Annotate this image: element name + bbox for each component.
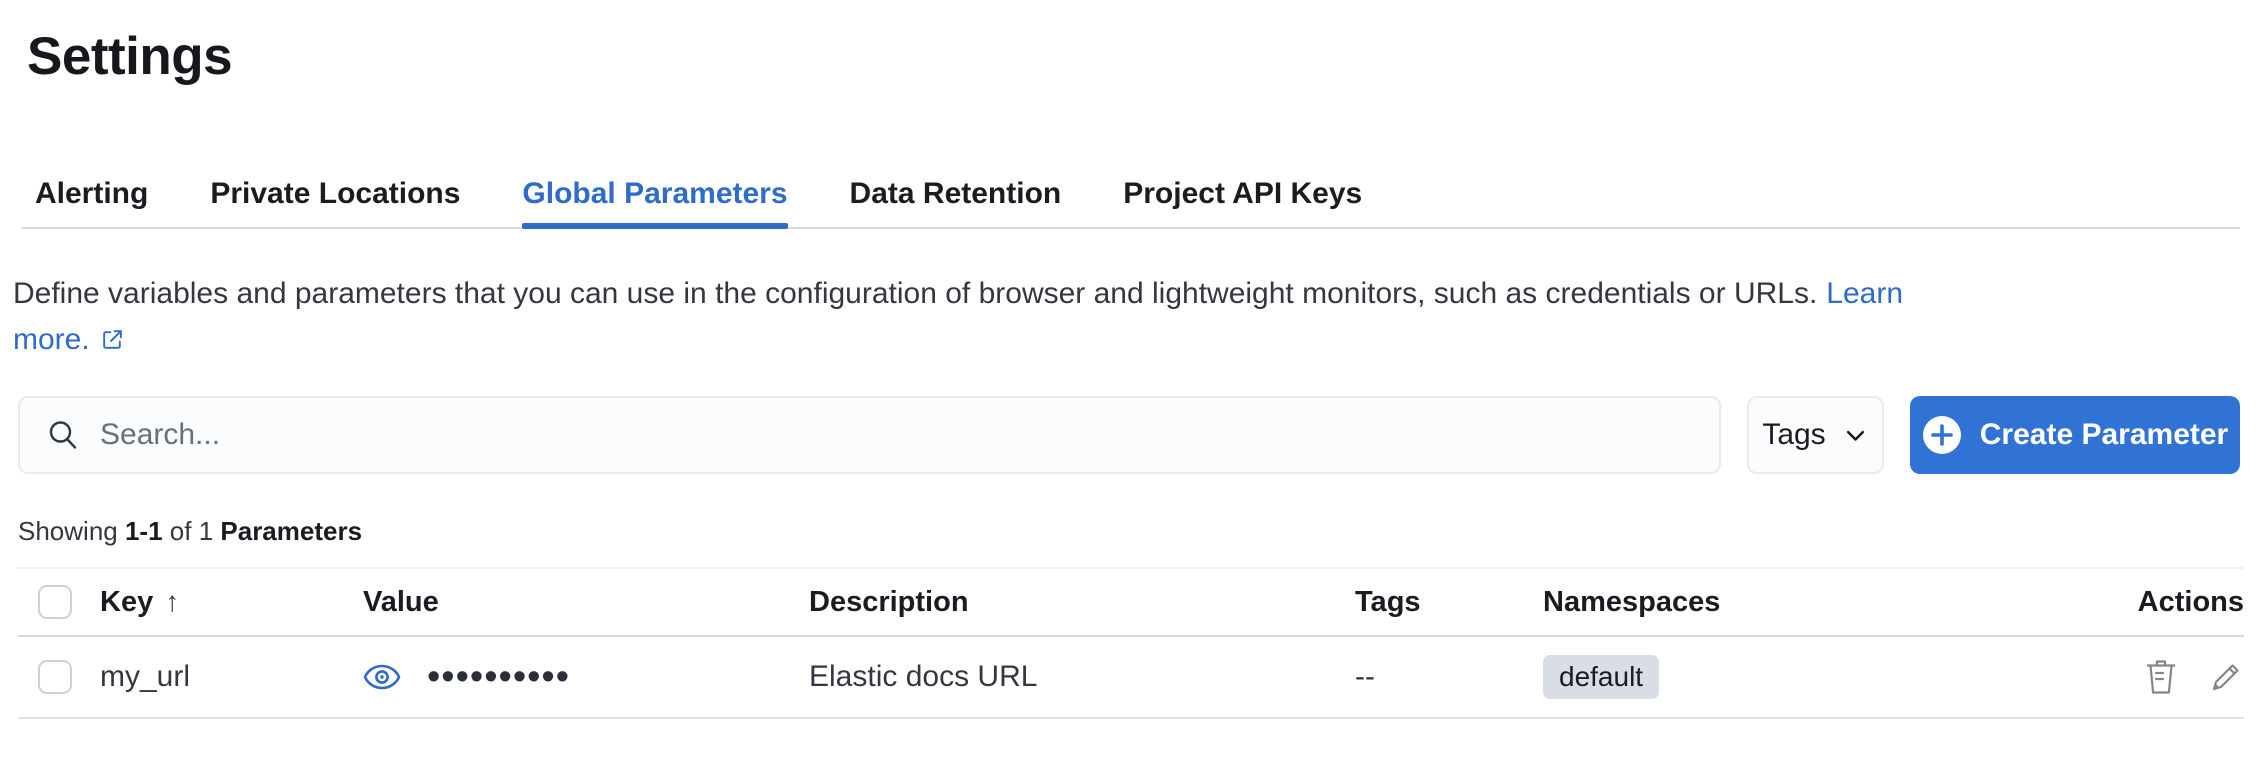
param-value-cell: ••••••••••: [363, 658, 809, 696]
column-header-tags: Tags: [1355, 585, 1421, 618]
trash-icon: [2147, 660, 2175, 694]
column-header-key[interactable]: Key↑: [100, 585, 180, 618]
select-all-checkbox-cell: [18, 585, 100, 619]
sort-ascending-icon: ↑: [165, 585, 180, 617]
tab-alerting[interactable]: Alerting: [35, 177, 149, 210]
parameters-table: Key↑ Value Description Tags Namespaces A…: [18, 567, 2244, 719]
learn-more-link-continued[interactable]: more.: [13, 323, 125, 356]
description: Define variables and parameters that you…: [13, 271, 2232, 317]
toolbar: Tags Create Parameter: [18, 396, 2240, 474]
description-line-2: more.: [13, 317, 2232, 363]
summary-entity: Parameters: [220, 516, 363, 546]
external-link-icon: [102, 330, 122, 349]
row-checkbox[interactable]: [38, 660, 72, 694]
param-actions-cell: [2054, 658, 2244, 696]
settings-tabs: Alerting Private Locations Global Parame…: [22, 177, 2240, 229]
create-parameter-button[interactable]: Create Parameter: [1910, 396, 2240, 474]
tab-global-parameters[interactable]: Global Parameters: [522, 177, 788, 229]
select-all-checkbox[interactable]: [38, 585, 72, 619]
summary-showing: Showing: [18, 516, 118, 546]
tags-filter-button[interactable]: Tags: [1747, 396, 1884, 474]
delete-parameter-button[interactable]: [2144, 658, 2178, 696]
tab-private-locations[interactable]: Private Locations: [210, 177, 461, 210]
summary-range: 1-1: [124, 516, 163, 546]
column-header-actions: Actions: [2137, 585, 2244, 618]
table-row: my_url •••••••••• Elastic docs URL -- de…: [18, 637, 2244, 719]
edit-parameter-button[interactable]: [2208, 659, 2244, 695]
search-box: [18, 396, 1721, 474]
row-checkbox-cell: [18, 660, 100, 694]
summary-of: of 1: [169, 516, 214, 546]
tab-data-retention[interactable]: Data Retention: [849, 177, 1062, 210]
column-header-value: Value: [363, 585, 439, 618]
page-title: Settings: [27, 27, 233, 86]
param-description: Elastic docs URL: [809, 660, 1038, 693]
param-tags: --: [1355, 660, 1375, 693]
results-summary: Showing 1-1 of 1 Parameters: [18, 516, 2240, 547]
param-key: my_url: [100, 660, 191, 693]
search-icon: [49, 421, 77, 449]
search-input[interactable]: [100, 418, 1693, 452]
param-namespaces-cell: default: [1543, 655, 2054, 699]
reveal-value-button[interactable]: [363, 663, 401, 691]
pencil-icon: [2212, 664, 2239, 691]
column-header-description: Description: [809, 585, 969, 618]
description-text: Define variables and parameters that you…: [13, 277, 1818, 310]
masked-value: ••••••••••: [427, 656, 571, 698]
column-header-namespaces: Namespaces: [1543, 585, 1721, 618]
eye-icon: [363, 664, 401, 690]
learn-more-link[interactable]: Learn: [1826, 277, 1904, 310]
plus-in-circle-icon: [1922, 416, 1961, 454]
namespace-badge: default: [1543, 655, 1660, 699]
table-header-row: Key↑ Value Description Tags Namespaces A…: [18, 569, 2244, 637]
tab-project-api-keys[interactable]: Project API Keys: [1123, 177, 1363, 210]
chevron-down-icon: [1846, 430, 1864, 441]
